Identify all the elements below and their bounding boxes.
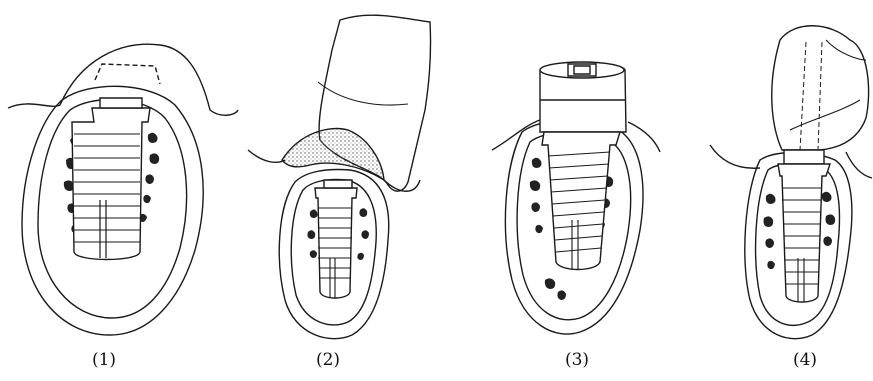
implant-fixture-1 — [72, 98, 150, 260]
healing-abutment — [540, 62, 626, 132]
implant-fixture-2 — [315, 180, 357, 298]
panel-label-4: (4) — [775, 350, 835, 370]
panel-1-illustration — [8, 44, 238, 335]
final-crown — [772, 26, 869, 162]
cover-screw-dashed — [95, 64, 160, 84]
implant-fixture-4 — [778, 150, 830, 302]
panel-label-1: (1) — [74, 350, 134, 370]
panel-3-illustration — [492, 62, 660, 334]
panel-4-illustration — [710, 26, 872, 339]
panel-label-2: (2) — [298, 350, 358, 370]
panel-2-illustration — [248, 15, 431, 339]
panel-label-3: (3) — [547, 350, 607, 370]
